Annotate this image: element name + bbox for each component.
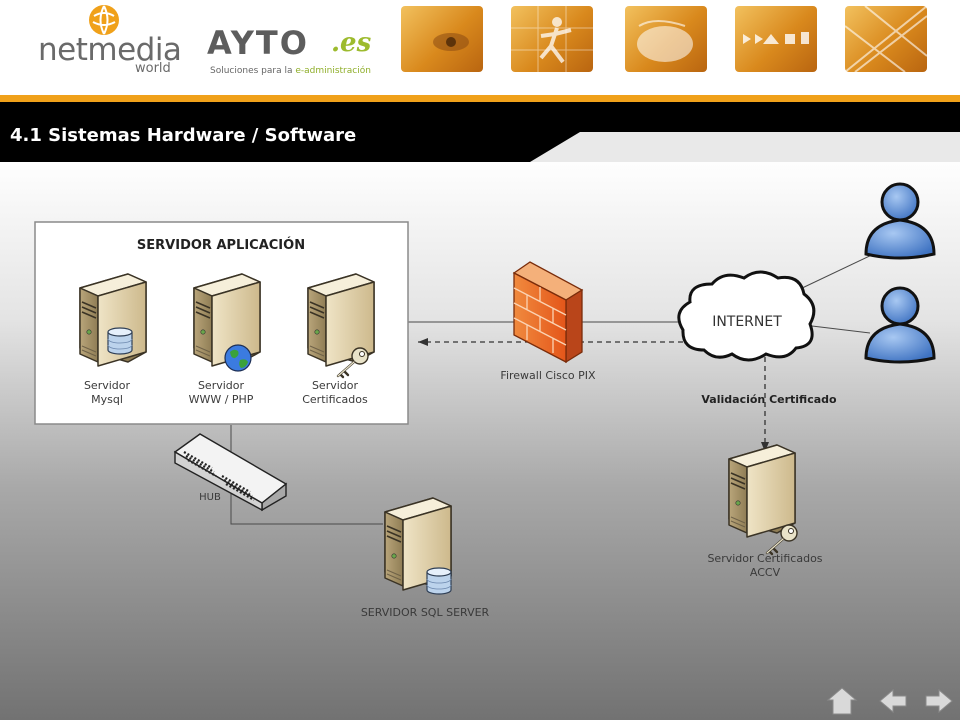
back-button[interactable] xyxy=(879,688,907,714)
page-title: 4.1 Sistemas Hardware / Software xyxy=(10,125,357,146)
database-icon xyxy=(426,567,452,595)
header-divider xyxy=(0,95,960,102)
user-icon-1[interactable] xyxy=(864,182,936,260)
ayto-suffix: .es xyxy=(331,28,372,58)
home-button[interactable] xyxy=(826,687,858,715)
accv-label-1: Servidor Certificados xyxy=(707,552,822,565)
ayto-tagline-end: e-administración xyxy=(295,66,371,76)
netmedia-logo: netmedia world xyxy=(38,4,188,84)
database-icon xyxy=(107,327,133,355)
server-www-label-1: Servidor xyxy=(198,379,245,392)
globe-logo-icon xyxy=(89,5,119,35)
ayto-name: AYTO xyxy=(207,24,309,62)
arrow-right-icon xyxy=(925,688,953,714)
user-icon-2[interactable] xyxy=(864,286,936,364)
hub-icon[interactable] xyxy=(173,433,288,512)
server-mysql[interactable] xyxy=(79,273,147,367)
server-cert-label-2: Certificados xyxy=(302,393,368,406)
title-band xyxy=(0,102,960,162)
header: netmedia world AYTO .es Soluciones para … xyxy=(0,0,960,97)
firewall-label: Firewall Cisco PIX xyxy=(500,369,596,382)
internet-label: INTERNET xyxy=(712,314,782,330)
ayto-tagline: Soluciones para la e-administración xyxy=(210,66,371,76)
ayto-logo: AYTO .es Soluciones para la e-administra… xyxy=(207,24,397,84)
server-mysql-label-1: Servidor xyxy=(84,379,131,392)
netmedia-name: netmedia xyxy=(38,32,182,68)
firewall-icon[interactable] xyxy=(512,261,584,364)
forward-button[interactable] xyxy=(925,688,953,714)
server-accv[interactable] xyxy=(728,444,799,556)
server-sql[interactable] xyxy=(384,497,452,595)
server-www-php[interactable] xyxy=(193,273,261,372)
server-cert-label-1: Servidor xyxy=(312,379,359,392)
ayto-tagline-start: Soluciones para la xyxy=(210,66,296,76)
server-mysql-label-2: Mysql xyxy=(91,393,123,406)
globe-icon xyxy=(224,344,252,372)
sql-server-label: SERVIDOR SQL SERVER xyxy=(361,606,490,619)
thumbnail-light-rays xyxy=(845,6,927,72)
thumbnail-eye xyxy=(401,6,483,72)
thumbnail-mouse xyxy=(625,6,707,72)
validation-label: Validación Certificado xyxy=(701,393,837,406)
internet-cloud[interactable] xyxy=(677,270,816,362)
netmedia-sub: world xyxy=(135,61,171,76)
accv-label-2: ACCV xyxy=(750,566,781,579)
thumbnail-runner xyxy=(511,6,593,72)
hub-label: HUB xyxy=(199,492,221,503)
server-www-label-2: WWW / PHP xyxy=(189,393,254,406)
home-icon xyxy=(826,687,858,715)
thumbnail-media-controls xyxy=(735,6,817,72)
arrow-left-icon xyxy=(879,688,907,714)
app-box-title: SERVIDOR APLICACIÓN xyxy=(137,237,305,253)
